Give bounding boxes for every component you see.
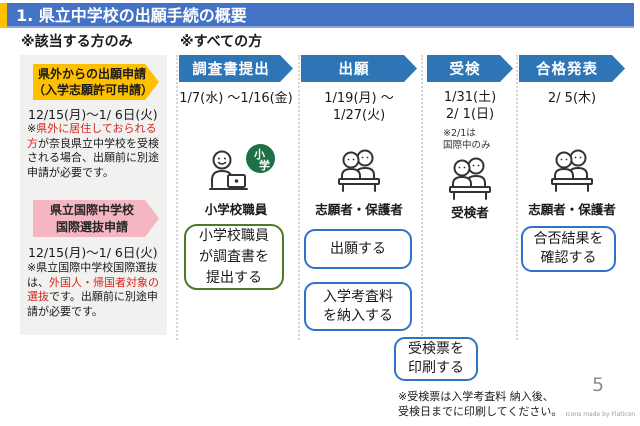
applicant-guardian-icon [338,149,380,192]
actor-label: 小学校職員 [204,202,268,217]
actor-label: 志願者・保護者 [315,202,403,217]
icons-credit: Icons made by Flaticon [565,411,635,418]
step-arrow-results: 合格発表 [519,55,625,82]
action-box-print-ticket: 受検票を 印刷する [394,337,478,381]
step-dates: 1/7(水) ～1/16(金) [179,91,293,106]
actor-label: 受検者 [451,205,489,220]
step-dates: 1/19(月) ～1/27(火) [324,91,394,123]
column-application: 出願 1/19(月) ～1/27(火) 志願者・保護者 出願する 入学考査料 を… [301,55,417,390]
action-box-apply: 出願する [304,229,412,269]
column-separator [516,55,518,340]
international-selection-note: ※県立国際中学校国際選抜は、外国人・帰国者対象の選抜です。出願前に別途申請が必要… [27,261,165,320]
badge-char-1: 小 [254,148,265,161]
section-label-applicable-only: ※該当する方のみ [21,34,133,50]
out-of-prefecture-date: 12/15(月)～1/ 6日(火) [28,107,158,122]
column-separator [176,55,178,340]
column-results: 合格発表 2/ 5(木) 志願者・保護者 合否結果を 確認する [519,55,625,390]
note-prefix: ※ [27,122,37,135]
note-rest: が奈良県立中学校を受検される場合、出願前に別途申請が必要です。 [27,136,159,179]
step-arrow-report: 調査書提出 [179,55,293,82]
badge-char-2: 学 [259,159,270,172]
action-box-check-result: 合否結果を 確認する [521,226,616,272]
ticket-footnote: ※受検票は入学考査料 納入後、 受検日までに印刷してください。 [398,390,563,419]
international-selection-arrow: 県立国際中学校 国際選抜申請 [33,200,159,237]
step-arrow-examination: 受検 [427,55,513,82]
examinee-icon [449,157,491,200]
applicants-icon-wrap [547,147,597,197]
exam-date-subnote: ※2/1は 国際中のみ [443,128,491,152]
note-highlight: 県外に居住しておられる方 [27,122,157,150]
column-examination: 受検 1/31(土) 2/ 1(日) ※2/1は 国際中のみ 受検者 [427,55,513,390]
page-number: 5 [592,374,605,396]
staff-laptop-icon [209,150,248,190]
examinees-icon-wrap [445,155,495,205]
step-dates: 1/31(土) 2/ 1(日) [443,90,497,122]
note-rest: です。出願前に別途申請が必要です。 [27,290,158,318]
column-separator [298,55,300,340]
staff-laptop-icon-wrap: 小 学 [203,144,275,197]
applicants-icon-wrap [334,147,384,197]
section-label-everyone: ※すべての方 [180,34,263,50]
applicant-guardian-icon [551,149,593,192]
optional-procedures-panel: 県外からの出願申請 （入学志願許可申請） 12/15(月)～1/ 6日(火) ※… [20,55,167,335]
actor-label: 志願者・保護者 [528,202,616,217]
action-box-pay-fee: 入学考査料 を納入する [304,282,412,331]
page-title: 1. 県立中学校の出願手続の概要 [7,3,634,28]
title-accent-bar [0,3,7,28]
column-report-submission: 調査書提出 1/7(水) ～1/16(金) 小 学 小学校職員 小学校職員 が調… [179,55,293,390]
column-separator [421,55,423,340]
out-of-prefecture-note: ※県外に居住しておられる方が奈良県立中学校を受検される場合、出願前に別途申請が必… [27,122,165,181]
step-dates: 2/ 5(木) [547,91,597,106]
step-arrow-application: 出願 [301,55,417,82]
international-selection-date: 12/15(月)～1/ 6日(火) [28,245,158,260]
note-highlight: 外国人・帰国者対象の選抜 [27,275,159,304]
note-prefix: ※県立国際中学校国際選抜は、 [27,261,158,289]
elementary-school-badge: 小 学 [246,144,275,173]
out-of-prefecture-arrow: 県外からの出願申請 （入学志願許可申請） [33,64,159,100]
action-box-submit-report: 小学校職員 が調査書を 提出する [184,224,284,290]
